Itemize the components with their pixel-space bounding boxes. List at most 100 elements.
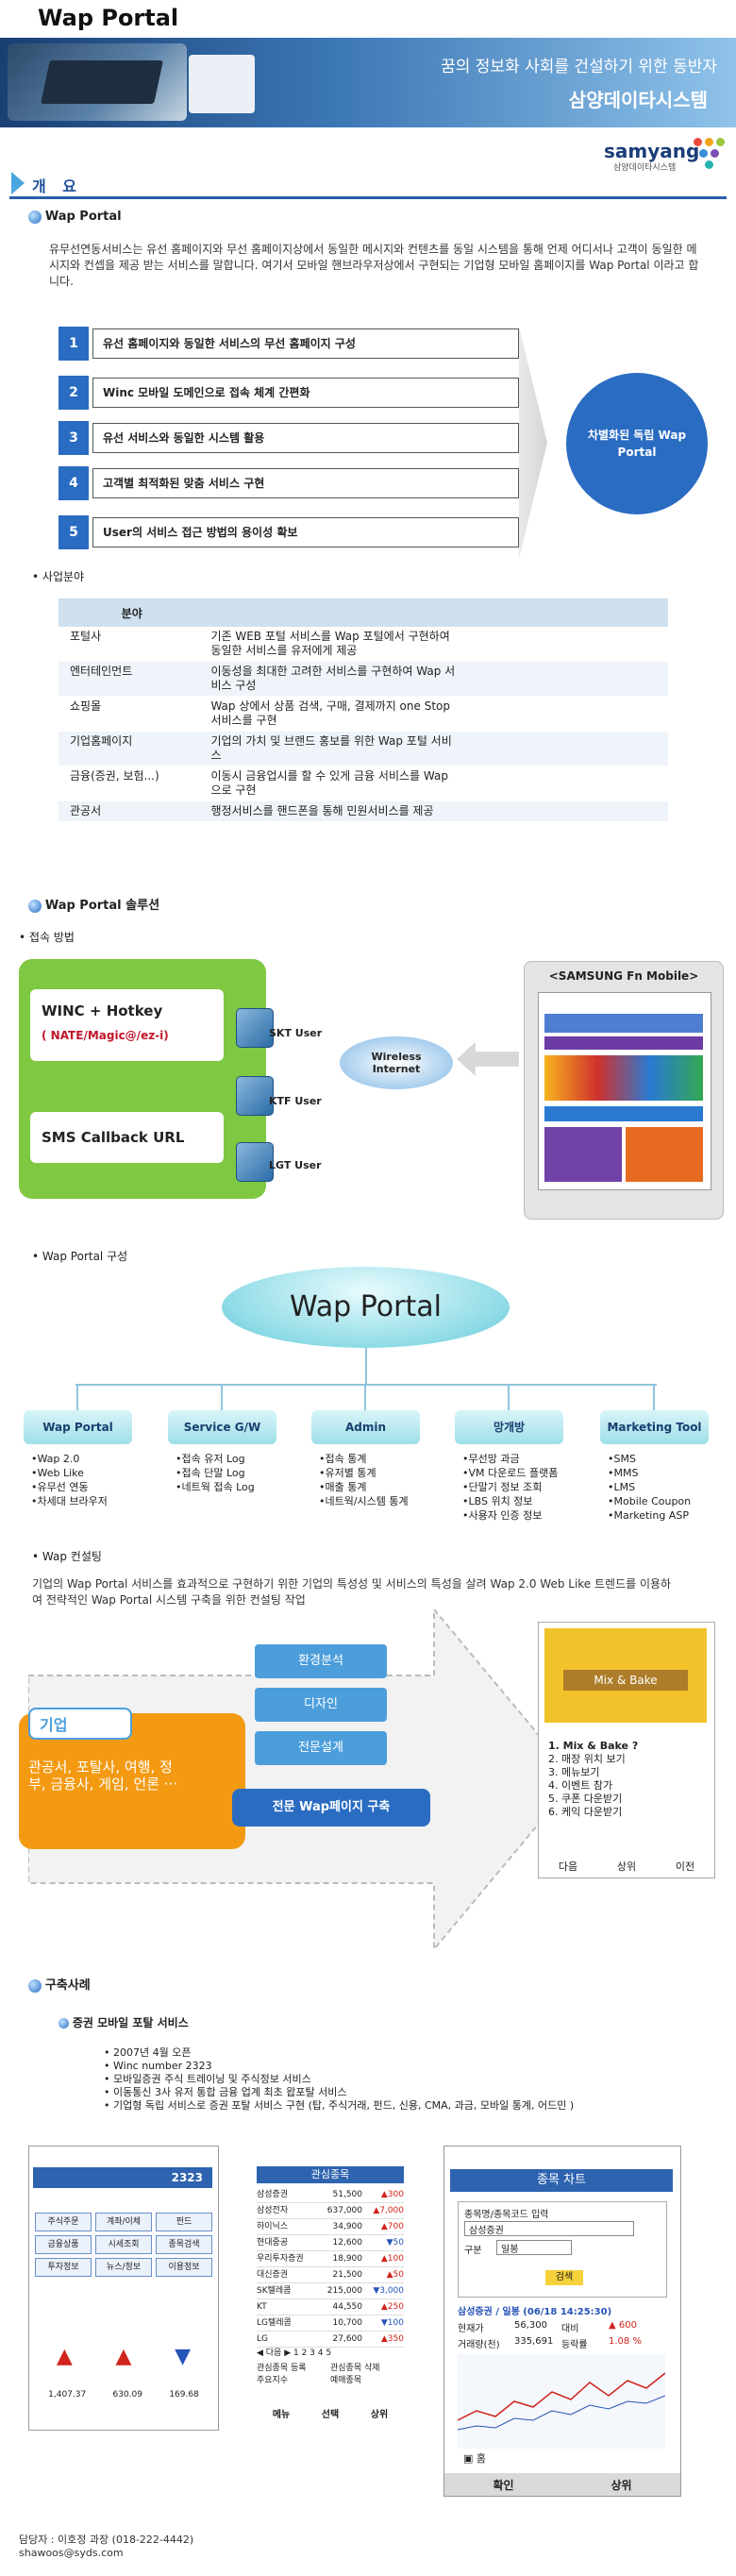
phone-menu-item[interactable]: 3. 메뉴보기 — [548, 1766, 600, 1778]
softkey-up[interactable]: 상위 — [611, 2478, 632, 2492]
thumb1-menu-item[interactable]: 펀드 — [156, 2213, 212, 2231]
softkey-ok[interactable]: 확인 — [493, 2478, 514, 2492]
step-number: 3 — [59, 421, 89, 455]
category-item: •무선망 과금 — [462, 1453, 520, 1465]
category-tab: Marketing Tool — [600, 1410, 709, 1444]
phone-menu-item[interactable]: 2. 매장 위치 보기 — [548, 1753, 626, 1765]
softkey-next[interactable]: 다음 — [558, 1860, 578, 1873]
category-item: •사용자 인증 정보 — [462, 1509, 543, 1522]
vol-value: 335,691 — [514, 2336, 554, 2347]
cases-heading: 구축사례 — [28, 1975, 91, 1993]
ktf-user-label: KTF User — [269, 1095, 322, 1107]
softkey-select[interactable]: 선택 — [321, 2410, 340, 2420]
watchlist-menu-item[interactable]: 관심종목 등록 — [257, 2364, 307, 2373]
bullet-icon — [28, 1978, 42, 1993]
watchlist-menu-item[interactable]: 예매종목 — [330, 2376, 362, 2385]
category-item: •LMS — [608, 1481, 636, 1493]
phone-icon — [236, 1076, 274, 1116]
consult-label: • Wap 컨설팅 — [32, 1550, 102, 1563]
thumb1-menu-item[interactable]: 금융상품 — [35, 2235, 92, 2254]
table-cell-field: 포털사 — [59, 627, 206, 662]
phone-menu-item[interactable]: 4. 이벤트 참가 — [548, 1779, 613, 1792]
connector — [365, 1348, 367, 1384]
category-item: •Wap 2.0 — [31, 1453, 80, 1465]
thumb1-menu-item[interactable]: 계좌/이체 — [95, 2213, 152, 2231]
case-item-text: 이동통신 3사 유저 통합 금융 업계 최초 왑포탈 서비스 — [113, 2086, 347, 2098]
thumb2-title: 관심종목 — [257, 2166, 404, 2183]
phone-menu-item[interactable]: 6. 케익 다운받기 — [548, 1806, 623, 1818]
search-button[interactable]: 검색 — [545, 2270, 583, 2285]
home-link[interactable]: ▣ 홈 — [463, 2452, 487, 2465]
case-item: • 이동통신 3사 유저 통합 금융 업계 최초 왑포탈 서비스 — [104, 2086, 347, 2098]
company-logo: samyang — [604, 140, 700, 162]
watchlist-pager[interactable]: ◀ 다음 ▶ 1 2 3 4 5 — [257, 2349, 332, 2358]
softkey-menu[interactable]: 메뉴 — [272, 2410, 291, 2420]
mobile-title: <SAMSUNG Fn Mobile> — [548, 969, 699, 983]
category-item: •유저별 통계 — [319, 1467, 376, 1479]
wap-portal-oval: Wap Portal — [222, 1267, 510, 1348]
step-label: 유선 홈페이지와 동일한 서비스의 무선 홈페이지 구성 — [92, 328, 519, 359]
rate-value: 1.08 % — [609, 2336, 642, 2347]
case-item-text: Winc number 2323 — [113, 2060, 212, 2072]
category-list: •무선망 과금•VM 다운로드 플랫폼•단말기 정보 조회•LBS 위치 정보•… — [462, 1452, 558, 1523]
stock-price: 637,000 — [326, 2206, 362, 2215]
case-title-text: 증권 모바일 포탈 서비스 — [72, 2016, 189, 2029]
connector — [364, 1384, 366, 1410]
phone-softkeys: 다음 상위 이전 — [539, 1859, 714, 1874]
category-list: •SMS•MMS•LMS•Mobile Coupon•Marketing ASP — [608, 1452, 691, 1523]
softkey-prev[interactable]: 이전 — [675, 1860, 695, 1873]
type-label: 구분 — [464, 2246, 482, 2256]
category-item: •유무선 연동 — [31, 1481, 89, 1493]
contact-email: shawoos@syds.com — [19, 2547, 124, 2559]
watchlist-menu-item[interactable]: 주요지수 — [257, 2376, 289, 2385]
diff-value: ▲ 600 — [609, 2320, 637, 2331]
structure-text: Wap Portal 구성 — [42, 1250, 128, 1263]
stock-price: 51,500 — [332, 2190, 363, 2199]
price-chart-image — [458, 2354, 665, 2449]
type-select[interactable]: 일봉 — [496, 2240, 572, 2255]
phone-menu-item[interactable]: 1. Mix & Bake ? — [548, 1740, 639, 1752]
stock-price: 21,500 — [332, 2270, 363, 2280]
softkey-up[interactable]: 상위 — [370, 2410, 389, 2420]
access-methods-box: WINC + Hotkey ( NATE/Magic@/ez-i) SMS Ca… — [19, 959, 266, 1199]
section-overview-title: 개 요 — [32, 177, 83, 195]
category-tab: Wap Portal — [24, 1410, 132, 1444]
stock-name: SK텔레콤 — [257, 2286, 292, 2296]
thumb1-menu-item[interactable]: 시세조회 — [95, 2235, 152, 2254]
stock-search-input[interactable]: 삼성증권 — [464, 2221, 634, 2236]
connector — [221, 1384, 223, 1410]
thumb1-menu-item[interactable]: 종목검색 — [156, 2235, 212, 2254]
connector — [508, 1384, 510, 1410]
company-box: 기업 관공서, 포탈사, 여행, 정부, 금융사, 게임, 언론 ··· — [19, 1708, 245, 1849]
up-arrow-icon: ▲ — [56, 2344, 73, 2368]
up-arrow-icon: ▲ — [115, 2344, 132, 2368]
phone-menu-item[interactable]: 5. 쿠폰 다운받기 — [548, 1793, 623, 1805]
table-cell-field: 쇼핑몰 — [59, 696, 206, 732]
thumb1-menu-item[interactable]: 투자정보 — [35, 2258, 92, 2277]
watchlist-menu-item[interactable]: 관심종목 삭제 — [330, 2364, 380, 2373]
softkey-up[interactable]: 상위 — [616, 1860, 637, 1873]
sub-heading-text: Wap Portal 솔루션 — [44, 899, 160, 913]
stock-name: 우리투자증권 — [257, 2254, 304, 2264]
thumb1-menu-item[interactable]: 뉴스/정보 — [95, 2258, 152, 2277]
header-banner: 꿈의 정보화 사회를 건설하기 위한 동반자 삼양데이타시스템 — [0, 38, 736, 127]
table-cell-desc: 이동시 금융업시를 할 수 있게 금융 서비스를 Wap 으로 구현 — [205, 766, 668, 801]
sub-heading-solution: Wap Portal 솔루션 — [28, 895, 159, 913]
stock-price: 12,600 — [332, 2238, 363, 2248]
thumb1-menu-item[interactable]: 주식주문 — [35, 2213, 92, 2231]
step-label: 유선 서비스와 동일한 시스템 활용 — [92, 423, 519, 453]
thumb1-menu-item[interactable]: 이용정보 — [156, 2258, 212, 2277]
category-title: 망개방 — [493, 1420, 526, 1434]
